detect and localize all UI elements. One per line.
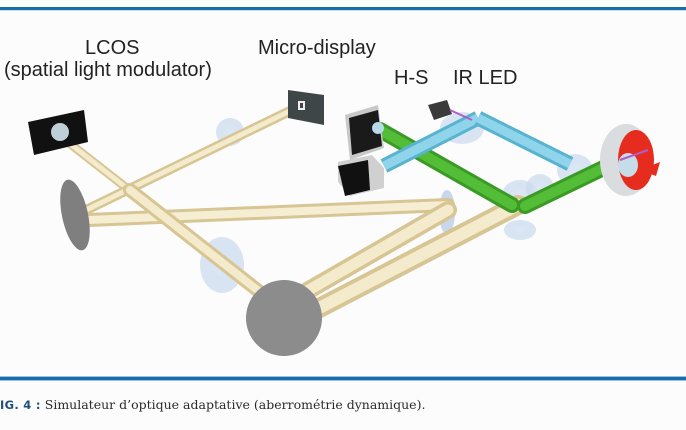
label-hs: H-S <box>394 67 429 89</box>
eye-model <box>600 124 660 196</box>
bottom-rule <box>0 377 686 380</box>
label-ir-led: IR LED <box>453 67 518 89</box>
top-rule <box>0 7 686 10</box>
visible-beams <box>50 105 528 328</box>
beam-highlight <box>84 201 452 224</box>
camera-device <box>338 155 384 196</box>
beam-highlight <box>289 204 454 304</box>
beam-highlight <box>79 107 295 215</box>
beam-highlight <box>126 186 274 304</box>
large-mirror <box>246 280 322 356</box>
caption-text: Simulateur d’optique adaptative (aberrom… <box>40 397 426 412</box>
label-lcos-title: LCOS <box>85 37 140 59</box>
cyan-beam <box>380 111 574 173</box>
label-micro-display: Micro-display <box>258 37 376 59</box>
label-lcos-subtitle: (spatial light modulator) <box>4 59 212 81</box>
hs-sensor <box>345 105 384 160</box>
optical-setup-diagram <box>28 90 660 356</box>
beam-highlight <box>294 199 524 324</box>
left-mirror <box>60 179 90 251</box>
lens <box>504 220 536 240</box>
micro-display-device <box>288 90 324 125</box>
figure-caption: IG. 4 : Simulateur d’optique adaptative … <box>0 397 425 412</box>
figure-number: IG. 4 : <box>0 398 41 412</box>
lcos-device <box>28 110 88 155</box>
ir-led-device <box>428 100 473 121</box>
